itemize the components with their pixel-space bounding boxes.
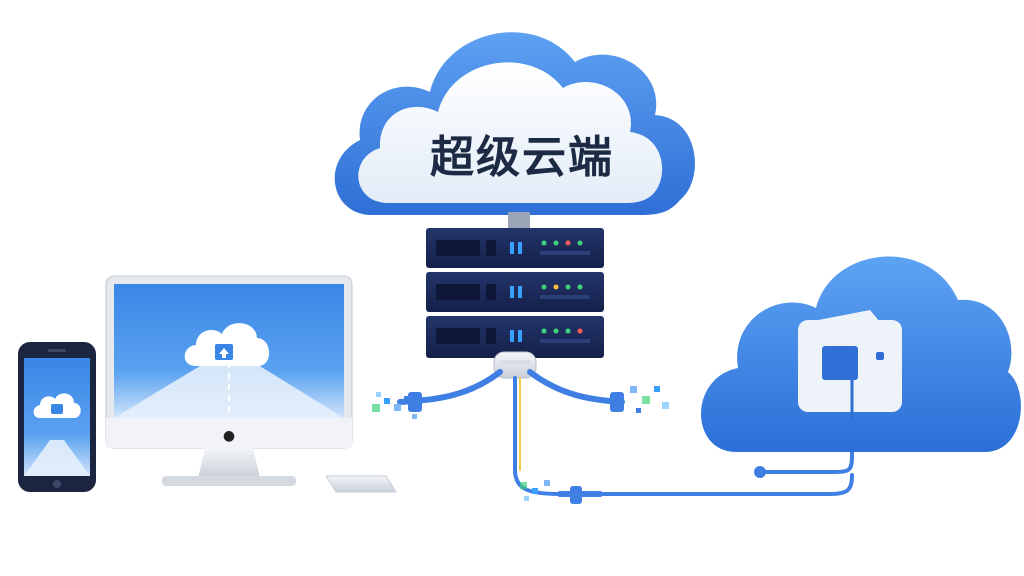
cloud-upload-icon [184,323,270,366]
server-rack [426,212,604,379]
apple-logo-icon: ● [223,428,235,444]
cloud-title: 超级云端 [430,132,614,183]
cloud-icon [334,32,695,215]
server-unit-1 [426,228,604,268]
phone-cloud-icon [33,393,81,418]
folder-icon [798,310,902,420]
cloud-storage-icon [701,256,1021,452]
data-particles-bottom [520,480,582,504]
data-particles-right [610,386,669,413]
imac-icon: ● [105,275,353,486]
server-unit-2 [426,272,604,312]
cables [397,369,854,497]
server-unit-3 [426,316,604,358]
smartphone-icon [18,342,96,492]
data-particles-left [372,392,422,419]
trackpad-icon [325,475,397,493]
main-cloud: 超级云端 [334,32,695,215]
